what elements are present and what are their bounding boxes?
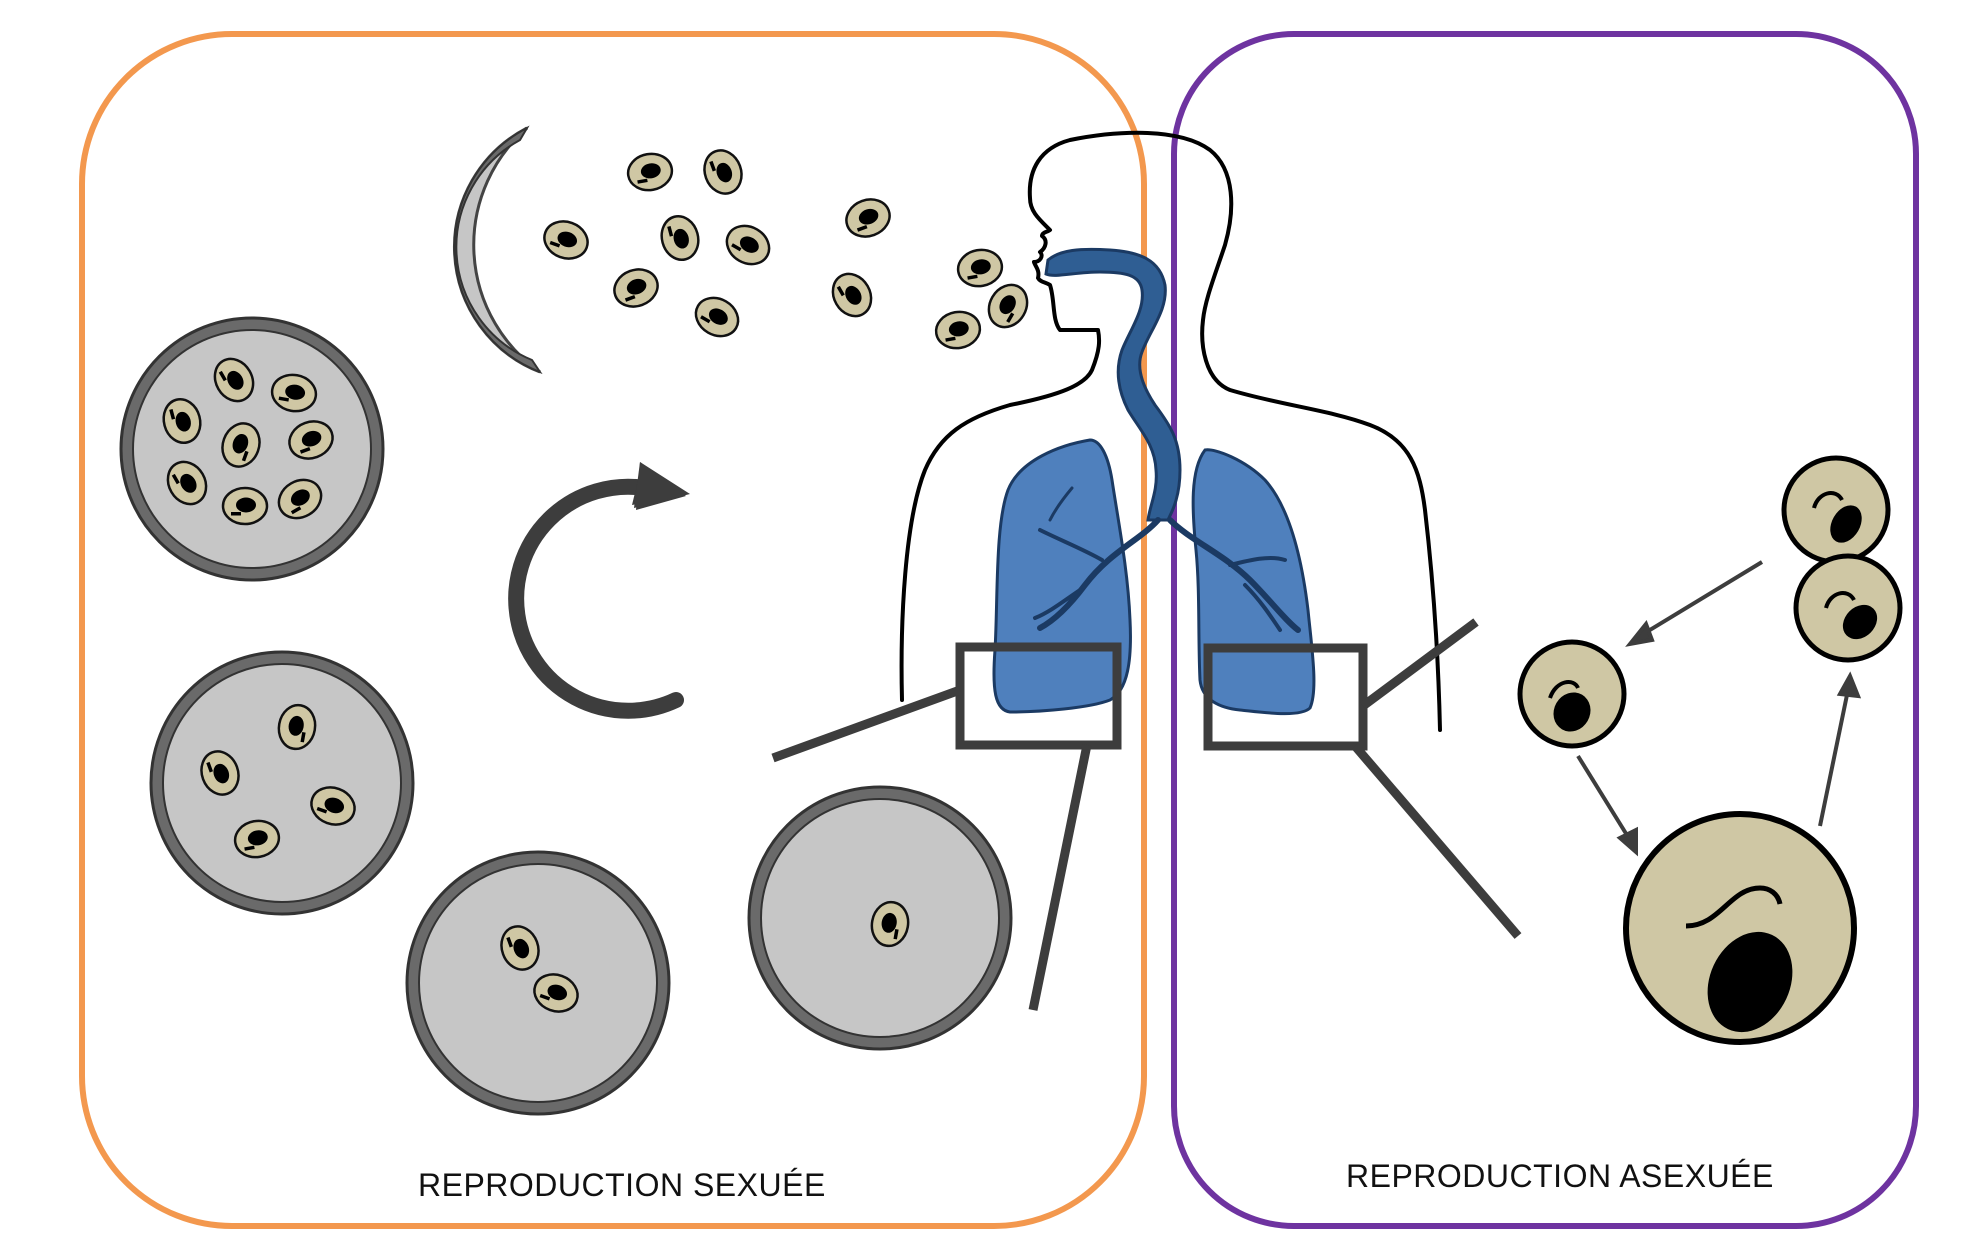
ascus-four-spores [149, 650, 415, 916]
sexual-panel-border [79, 31, 1147, 1229]
circular-arrow-icon [508, 462, 690, 719]
zoom-callouts [771, 618, 1522, 1011]
ascus-two-spores [405, 850, 671, 1116]
ascus-eight-spores [119, 316, 385, 582]
ascus-one-spore [747, 785, 1013, 1051]
lungs-icon [992, 438, 1316, 716]
asexual-reproduction-label: REPRODUCTION ASEXUÉE [1346, 1158, 1774, 1194]
ruptured-ascus [452, 125, 543, 375]
sexual-reproduction-label: REPRODUCTION SEXUÉE [418, 1167, 826, 1203]
asexual-panel-border [1171, 31, 1919, 1229]
released-spores [537, 143, 1036, 353]
trophic-forms [1517, 455, 1903, 1045]
human-torso-icon [899, 130, 1442, 732]
asexual-cycle-arrows [1576, 560, 1862, 857]
